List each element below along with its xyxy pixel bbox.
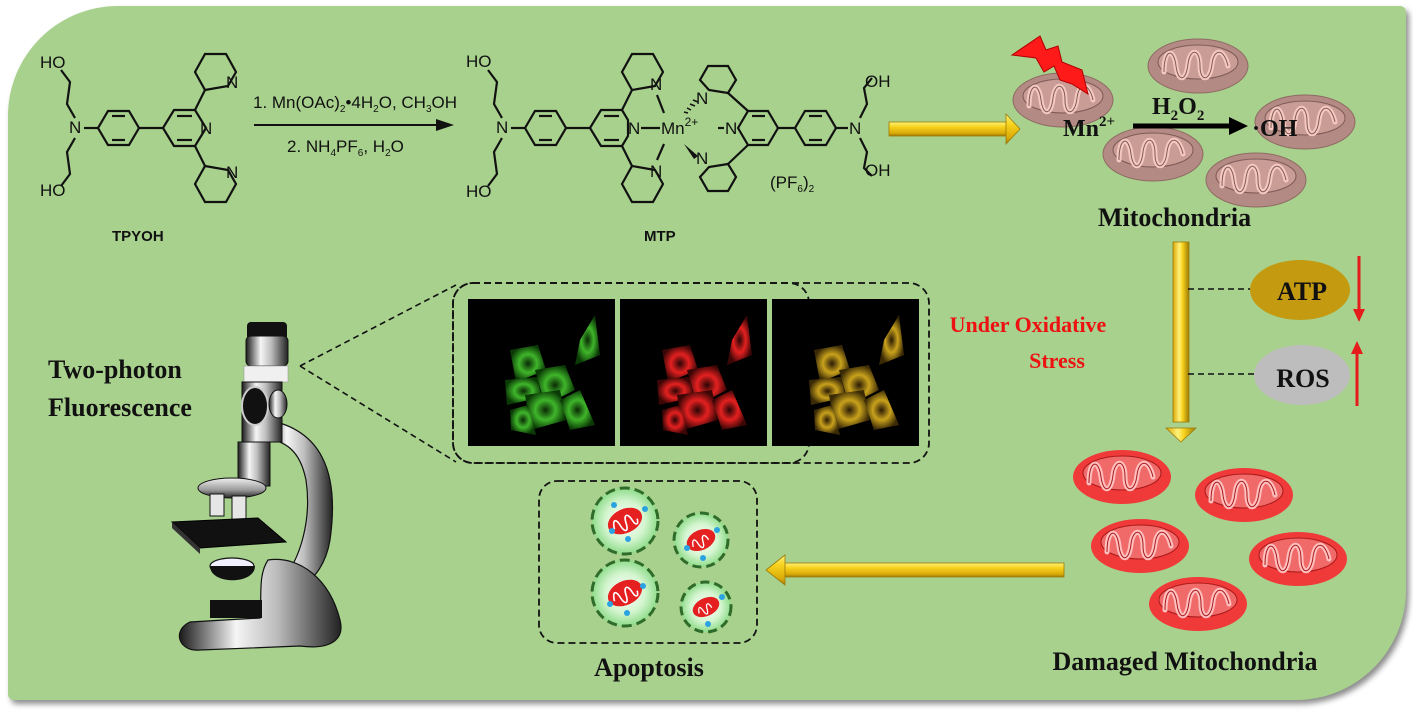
arrow-down-icon: [1353, 256, 1365, 322]
imaging-group: [299, 282, 930, 464]
hydroxyl-radical: ·OH: [1252, 116, 1298, 142]
damaged-mitochondrion: [1249, 532, 1347, 586]
svg-text:N: N: [650, 162, 662, 181]
ros-label: ROS: [1276, 364, 1329, 393]
counterion: (PF6)2: [770, 173, 815, 195]
mtp-structure: HO HO N N N N Mn2+ N N N: [466, 52, 891, 245]
manganese-center: Mn2+: [661, 115, 698, 138]
apoptotic-cell: [679, 580, 733, 634]
svg-text:HO: HO: [466, 52, 492, 71]
mtp-label: MTP: [644, 228, 676, 245]
mitochondrion: [1206, 153, 1306, 207]
svg-text:N: N: [628, 119, 640, 138]
ros-badge: [1254, 345, 1350, 405]
apoptosis-group: Apoptosis: [538, 480, 758, 682]
atp-label: ATP: [1277, 277, 1327, 306]
condition-step-2: 2. NH4PF6, H2O: [287, 137, 404, 159]
mitochondrion: [1103, 127, 1203, 181]
tpyoh-structure: HO HO N N N N TPYOH: [40, 52, 238, 245]
apoptotic-cell: [590, 558, 660, 628]
apoptosis-label: Apoptosis: [594, 653, 704, 682]
mn-ion: Mn2+: [1063, 114, 1115, 142]
svg-text:N: N: [696, 89, 708, 108]
apoptotic-cell: [590, 486, 660, 556]
atp-badge: [1250, 260, 1350, 320]
imaging-label-line-2: Fluorescence: [48, 393, 192, 422]
svg-text:N: N: [696, 149, 708, 168]
hydroxyl-top: HO: [40, 53, 66, 72]
mitochondria-group: Mn2+ H2O2 ·OH Mitochondria: [1010, 35, 1355, 232]
svg-text:N: N: [226, 73, 238, 92]
hydroxyl-bottom: HO: [40, 181, 66, 200]
damaged-mitochondrion: [1073, 450, 1171, 504]
reaction-arrow-head: [436, 119, 454, 131]
damaged-mitochondrion: [1195, 468, 1293, 522]
svg-text:OH: OH: [865, 72, 891, 91]
damaged-mitochondrion: [1149, 577, 1247, 631]
svg-text:N: N: [226, 163, 238, 182]
h2o2-reagent: H2O2: [1152, 94, 1204, 124]
svg-text:N: N: [496, 118, 508, 137]
damaged-mitochondria-label: Damaged Mitochondria: [1052, 647, 1317, 676]
mitochondrion: [1148, 39, 1248, 93]
mitochondria-label: Mitochondria: [1098, 203, 1251, 232]
svg-text:N: N: [725, 119, 737, 138]
stress-line-2: Stress: [1029, 348, 1085, 373]
microscope-icon: [170, 322, 342, 651]
fluorescence-panel-green: [468, 299, 615, 446]
svg-text:N: N: [849, 119, 861, 138]
imaging-label-line-1: Two-photon: [48, 355, 182, 384]
condition-step-1: 1. Mn(OAc)2•4H2O, CH3OH: [253, 93, 457, 115]
svg-text:N: N: [650, 75, 662, 94]
arrow-up-icon: [1351, 341, 1363, 406]
light-bolt-icon: [1010, 35, 1089, 96]
reaction-conditions: 1. Mn(OAc)2•4H2O, CH3OH 2. NH4PF6, H2O: [253, 93, 457, 159]
damaged-mitochondria-group: Damaged Mitochondria: [1052, 450, 1347, 676]
damaged-mitochondrion: [1091, 519, 1189, 573]
tpyoh-label: TPYOH: [112, 228, 164, 245]
stress-line-1: Under Oxidative: [950, 312, 1107, 337]
svg-text:OH: OH: [865, 161, 891, 180]
fluorescence-panel-merge: [772, 299, 919, 446]
arrow-to-apoptosis: [765, 554, 1065, 586]
arrow-down-stress: [1164, 241, 1198, 443]
svg-text:HO: HO: [466, 182, 492, 201]
apoptotic-cell: [672, 511, 730, 569]
arrow-to-mitochondria: [888, 112, 1021, 146]
fluorescence-panel-red: [620, 299, 767, 446]
pyridine-n: N: [200, 119, 212, 138]
amine-n: N: [69, 118, 81, 137]
